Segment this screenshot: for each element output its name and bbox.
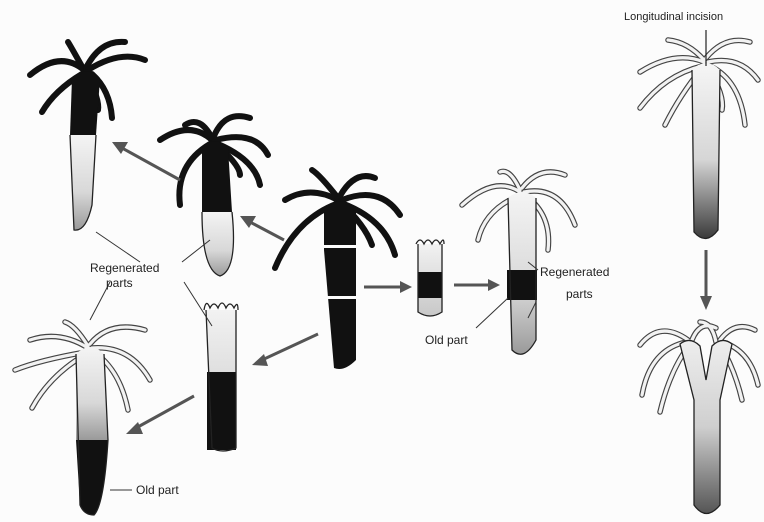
arrow-to-fragment-small xyxy=(364,281,412,293)
hydra-fragment-lower xyxy=(204,303,238,451)
hydra-central-original xyxy=(275,170,400,369)
hydra-right-bottom-two-headed xyxy=(640,322,758,514)
hydra-right-top xyxy=(640,30,758,239)
label-regenerated-left-2: parts xyxy=(106,276,133,290)
label-regenerated-left-1: Regenerated xyxy=(90,261,159,275)
hydra-top-left xyxy=(30,42,145,230)
arrow-to-regenerated-band xyxy=(454,279,500,291)
arrow-to-top-left xyxy=(112,142,180,180)
arrow-to-bottom-left xyxy=(126,396,194,434)
hydra-bottom-left xyxy=(15,322,150,515)
hydra-second xyxy=(160,116,268,276)
label-old-part-mid: Old part xyxy=(425,333,468,347)
label-regenerated-mid-1: Regenerated xyxy=(540,265,609,279)
label-longitudinal-incision: Longitudinal incision xyxy=(624,11,723,23)
label-regenerated-mid-2: parts xyxy=(566,287,593,301)
hydra-regenerated-band xyxy=(462,171,575,354)
arrow-to-second xyxy=(240,216,284,240)
hydra-fragment-small xyxy=(416,240,444,316)
arrow-right-column-down xyxy=(700,250,712,310)
label-old-part-bottom: Old part xyxy=(136,483,179,497)
arrow-to-fragment-lower xyxy=(252,334,318,366)
